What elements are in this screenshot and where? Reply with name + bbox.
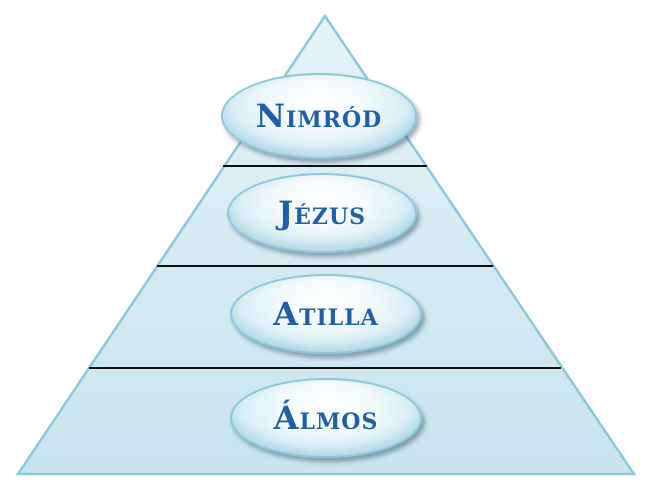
level-label-1: Nimród — [255, 97, 383, 135]
level-pill-3: Atilla — [230, 274, 422, 354]
level-label-4: Álmos — [273, 399, 379, 437]
level-label-2: Jézus — [277, 194, 367, 232]
level-pill-4: Álmos — [230, 378, 422, 458]
level-pill-1: Nimród — [221, 73, 417, 159]
level-pill-2: Jézus — [227, 173, 417, 253]
level-label-3: Atilla — [273, 295, 379, 333]
